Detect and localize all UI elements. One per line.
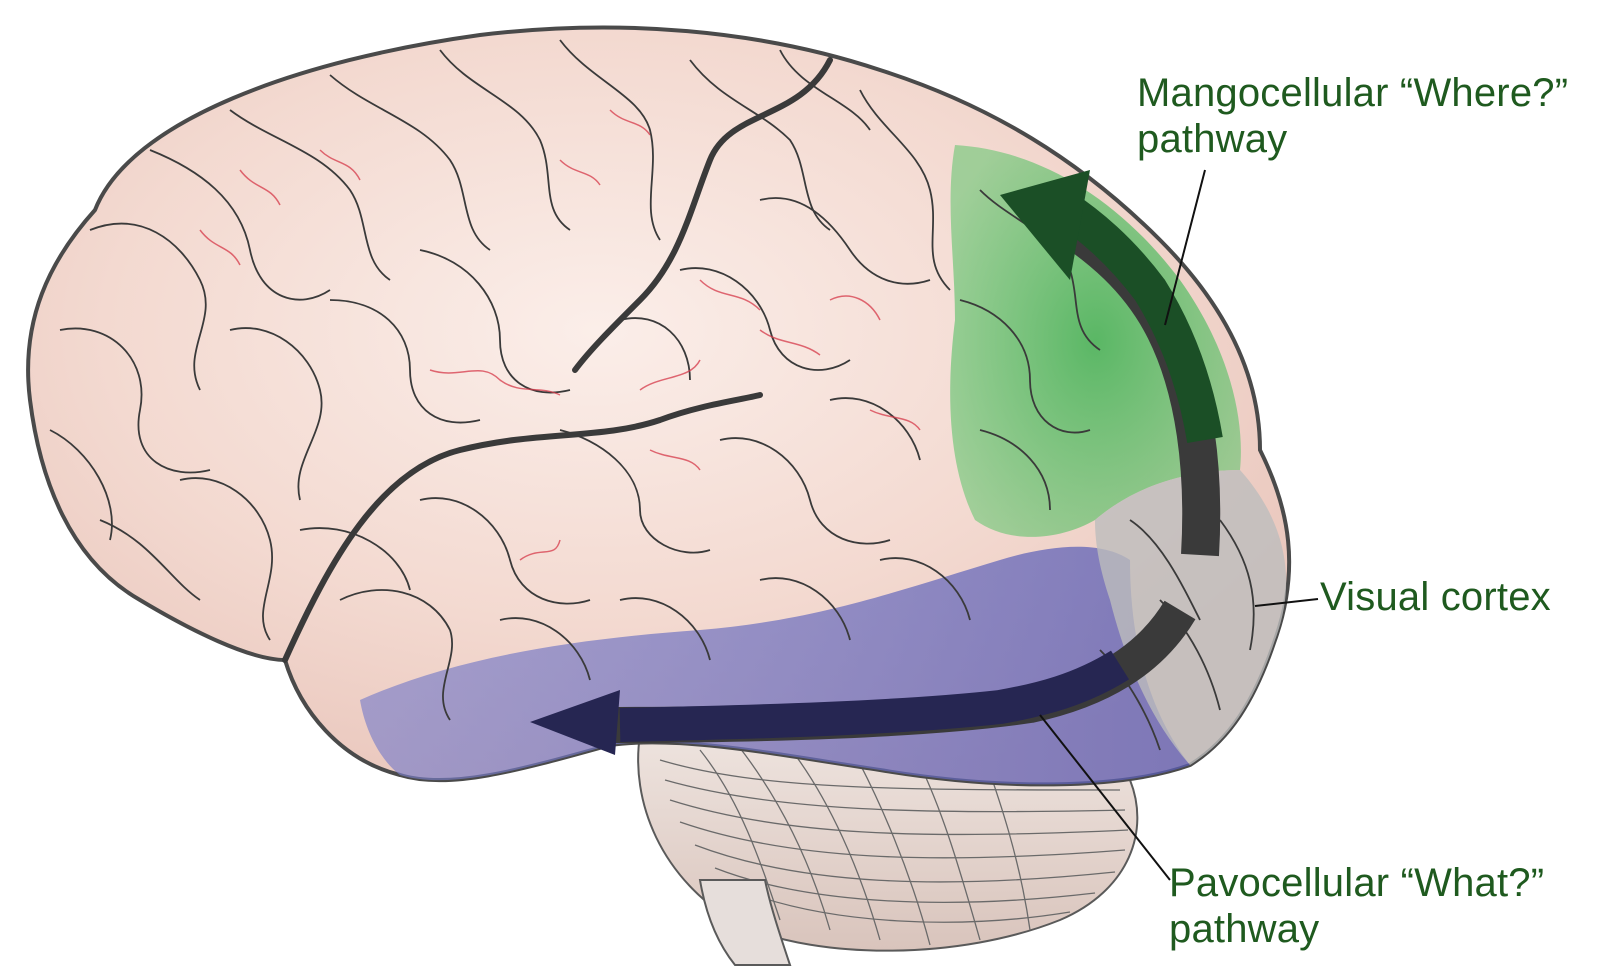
where-pathway-label-line2: pathway: [1137, 116, 1568, 162]
where-pathway-label: Mangocellular “Where?” pathway: [1137, 70, 1568, 162]
where-pathway-label-line1: Mangocellular “Where?”: [1137, 70, 1568, 116]
what-pathway-label-line1: Pavocellular “What?”: [1169, 860, 1544, 906]
what-pathway-label: Pavocellular “What?” pathway: [1169, 860, 1544, 952]
what-pathway-label-line2: pathway: [1169, 906, 1544, 952]
visual-cortex-label: Visual cortex: [1320, 574, 1551, 620]
